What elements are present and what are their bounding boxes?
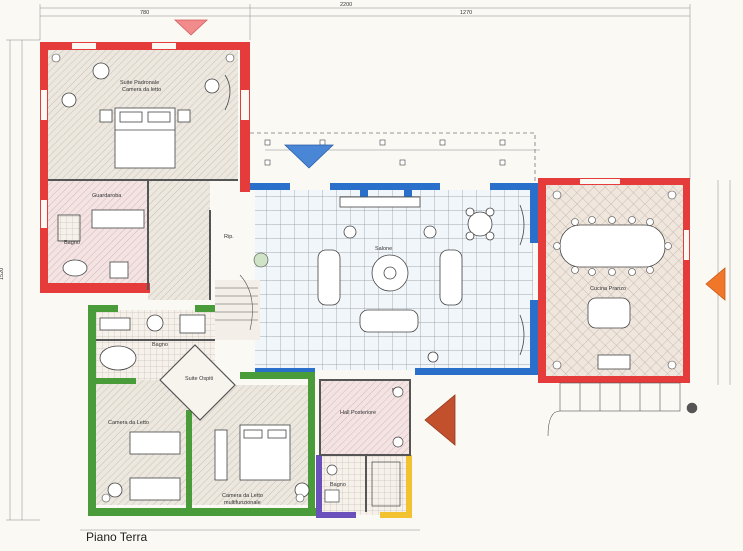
wall-purple: [316, 455, 322, 518]
staircase: [215, 274, 258, 331]
label-bagno-ospiti: Bagno: [152, 342, 168, 348]
bed-icon: [107, 424, 310, 501]
dining-table-icon: [559, 224, 666, 370]
label-bagno-hall: Bagno: [330, 482, 346, 488]
plan-title: Piano Terra: [86, 530, 148, 544]
salone-furniture: [317, 196, 525, 363]
entry-arrow-top-icon: [173, 19, 209, 36]
label-bagno-padronale: Bagno: [64, 240, 80, 246]
label-suite-padronale-sub: Camera da letto: [122, 87, 161, 93]
label-camera-letto: Camera da Letto: [108, 420, 149, 426]
wall-yellow: [406, 455, 412, 518]
master-bed-icon: [99, 107, 191, 169]
armchair-icon: [61, 62, 231, 111]
walls-green: [88, 305, 318, 516]
guardaroba-floor: [148, 180, 210, 300]
stair-floor: [215, 280, 260, 340]
pergola-outline: [250, 132, 536, 182]
entry-arrow-blue-icon: [284, 144, 334, 169]
pergola-columns: [264, 139, 506, 166]
dim-top-left: 780: [140, 10, 149, 16]
plant-icon: [253, 252, 269, 268]
label-salone: Salone: [375, 246, 392, 252]
entry-arrow-rear-icon: [424, 394, 456, 446]
cucina-floor: [545, 183, 683, 378]
entry-arrow-right-icon: [705, 267, 726, 301]
label-camera-multi: Camera da Letto: [222, 493, 263, 499]
suite-ospiti-hall: [159, 344, 236, 421]
dim-left-total: 1520: [0, 268, 5, 280]
label-cucina: Cucina Pranzo: [590, 286, 626, 292]
dining-chairs: [553, 216, 672, 276]
label-hall-posteriore: Hall Posteriore: [340, 410, 376, 416]
wall-purple-bottom: [316, 512, 356, 518]
wall-yellow-bottom: [380, 512, 412, 518]
walls-grey: [48, 179, 411, 512]
dimension-lines: [6, 4, 731, 531]
dim-top-mid: 1270: [460, 10, 472, 16]
windows-red: [41, 43, 689, 260]
label-suite-padronale: Suite Padronale: [120, 80, 159, 86]
master-bath-fixtures: [57, 209, 145, 279]
label-camera-multi-sub: multifunzionale: [224, 500, 261, 506]
kitchen-steps: [547, 382, 698, 437]
dim-top-total: 2200: [340, 2, 352, 8]
label-rip1: Rip.: [224, 234, 234, 240]
hall-bath-fixtures: [324, 386, 404, 507]
label-suite-ospiti: Suite Ospiti: [185, 376, 213, 382]
guest-bath-fixtures: [99, 314, 206, 371]
label-guardaroba: Guardaroba: [92, 193, 122, 199]
column-markers: [51, 53, 677, 503]
